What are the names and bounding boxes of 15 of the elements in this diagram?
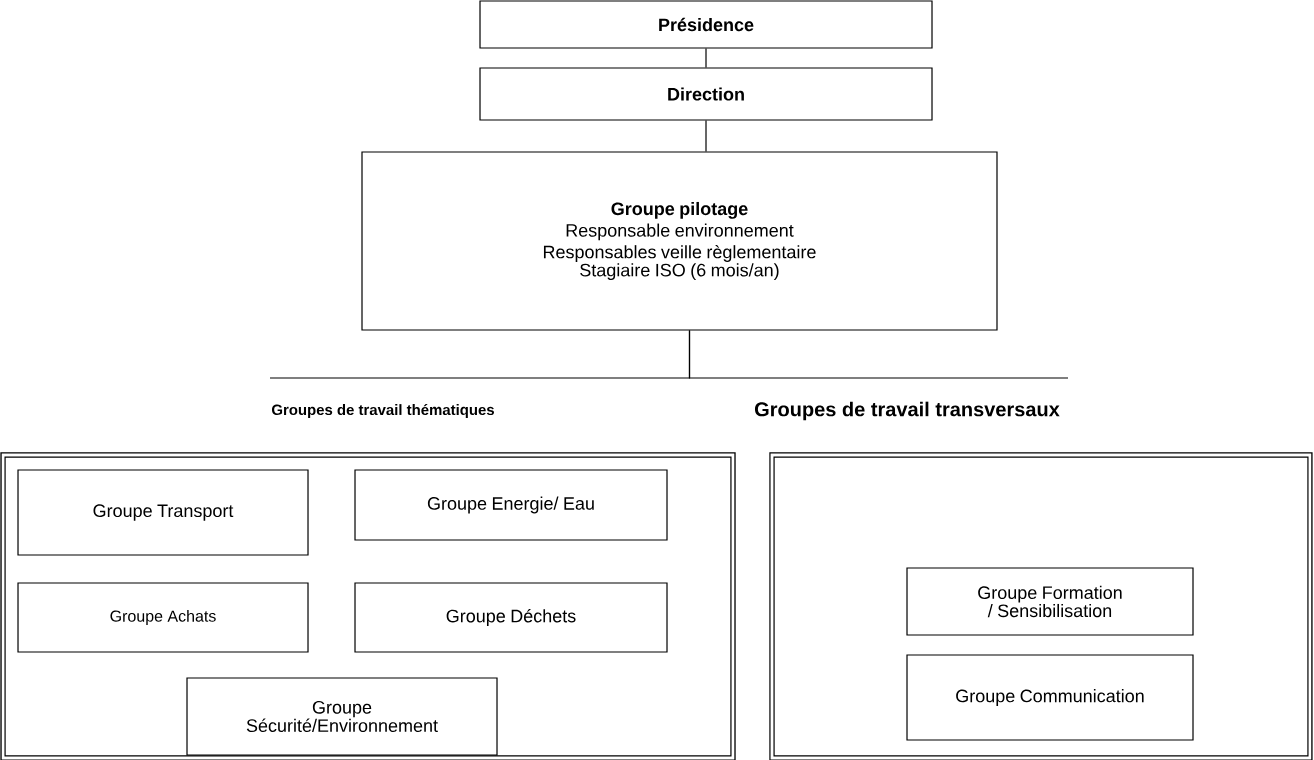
- org-box: Groupe Transport: [17, 469, 309, 556]
- org-box: Groupe Déchets: [354, 582, 668, 653]
- org-box: Présidence: [479, 0, 933, 49]
- org-box: Groupe Sécurité/Environnement: [186, 677, 498, 756]
- org-box: Groupe Energie/ Eau: [354, 469, 668, 541]
- node-label: Groupes de travail transversaux: [754, 401, 1060, 421]
- org-box: Groupe Communication: [906, 654, 1194, 741]
- node-label: Groupes de travail thématiques: [272, 403, 494, 419]
- org-box: Groupe Formation / Sensibilisation: [906, 567, 1194, 636]
- org-box: Direction: [479, 67, 933, 121]
- org-box: Groupe Achats: [17, 582, 309, 653]
- group-box: Groupe pilotage Responsable environnement Responsables veille règlementaire Stagiaire ISO (6 mois/an): [361, 151, 998, 331]
- connector-line: [688, 330, 1069, 379]
- connector-line: [705, 120, 707, 152]
- connector-line: [705, 48, 707, 68]
